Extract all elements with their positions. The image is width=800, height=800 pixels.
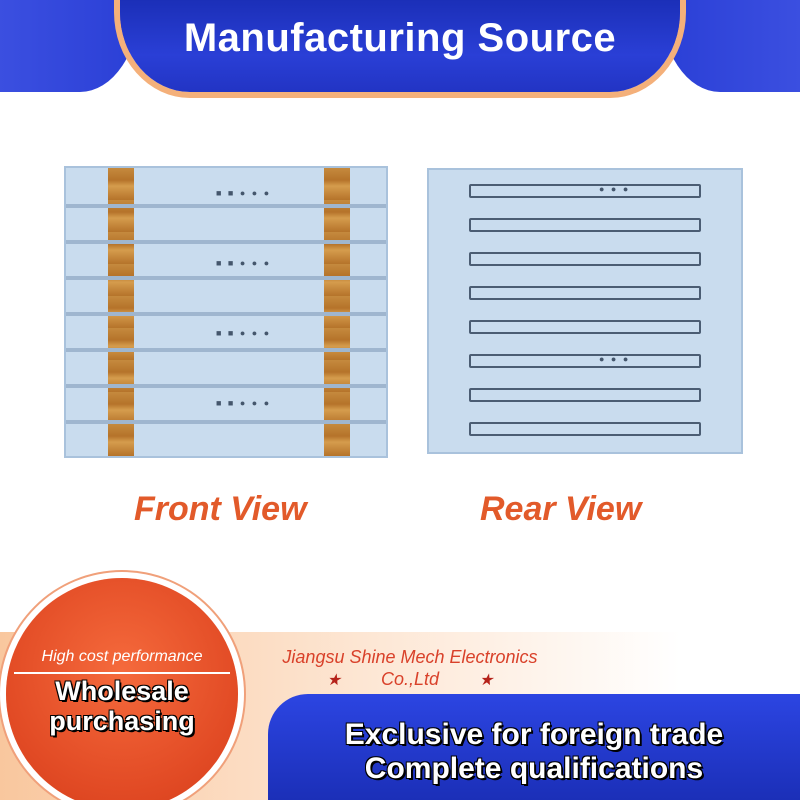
badge-tagline: High cost performance [41, 648, 203, 665]
bottom-line-1: Exclusive for foreign trade [344, 718, 724, 751]
company-name: Jiangsu Shine Mech Electronics ★ Co.,Ltd… [250, 646, 570, 692]
bottom-blue-panel [268, 694, 800, 800]
pcb-front-image: ■ ■ ● ● ● ■ ■ ● ● ● ■ ■ ● ● ● ■ ■ ● ● ● [64, 166, 388, 458]
page-title: Manufacturing Source [183, 16, 617, 60]
star-icon: ★ [479, 672, 494, 689]
pcb-rear-image: ● ● ● ● ● ● [427, 168, 743, 454]
company-name-line2: Co.,Ltd [380, 669, 440, 689]
header-right-decoration [660, 0, 800, 92]
header-left-decoration [0, 0, 140, 92]
star-icon: ★ [326, 672, 341, 689]
badge-divider [14, 672, 230, 674]
bottom-line-2: Complete qualifications [364, 752, 704, 785]
company-name-line1: Jiangsu Shine Mech Electronics [282, 647, 538, 667]
badge-line-2: purchasing [49, 706, 195, 736]
header-banner [120, 0, 680, 92]
badge-line-1: Wholesale [55, 676, 189, 706]
front-view-label: Front View [134, 490, 307, 528]
rear-view-label: Rear View [480, 490, 642, 528]
wholesale-badge [6, 578, 238, 800]
